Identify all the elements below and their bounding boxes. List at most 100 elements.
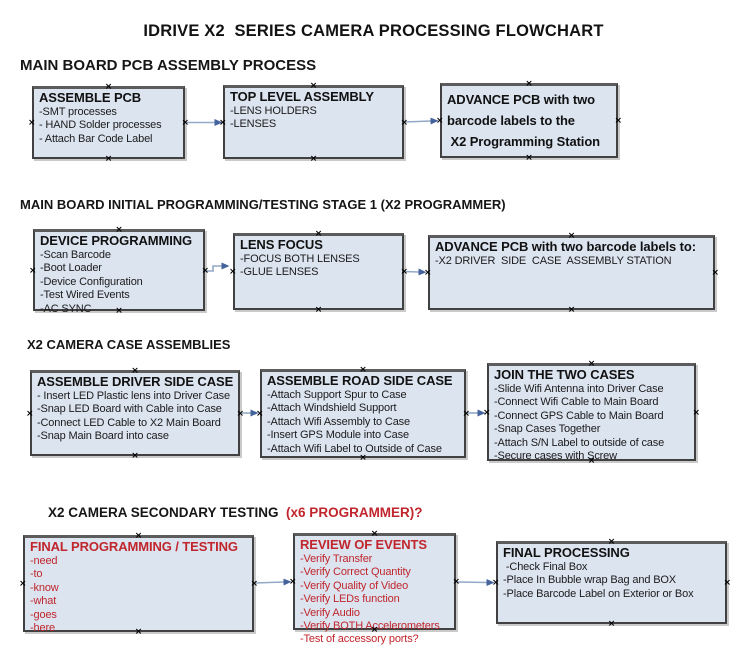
connection-point-icon: × [723,578,731,588]
box-item: -Place In Bubble wrap Bag and BOX [503,574,676,587]
connection-point-icon: × [370,529,379,539]
box-item: -to [30,568,43,581]
section-heading-red-part: (x6 PROGRAMMER)? [286,505,423,520]
box-item: -Verify LEDs function [300,593,400,606]
connection-point-icon: × [400,117,408,128]
connection-point-icon: × [219,117,227,128]
section-heading-case-assemblies: X2 CAMERA CASE ASSEMBLIES [27,337,231,352]
connection-point-icon: × [134,627,143,637]
box-item: - Insert LED Plastic lens into Driver Ca… [37,390,230,402]
box-title: FINAL PROCESSING [503,545,630,560]
connection-point-icon: × [314,305,323,315]
box-title: FINAL PROGRAMMING / TESTING [30,539,238,554]
box-item: -Connect Wifi Cable to Main Board [494,396,659,409]
box-item: -goes [30,608,57,621]
box-item: -Verify Transfer [300,553,373,565]
flow-box-lens-focus: LENS FOCUS -FOCUS BOTH LENSES -GLUE LENS… [229,229,408,315]
arrow-connector [254,578,292,586]
connection-point-icon: × [424,268,432,278]
box-item: -Snap Main Board into case [37,430,169,443]
box-title: barcode labels to the [447,113,575,128]
box-item: -LENSES [230,118,277,131]
connection-point-icon: × [607,619,616,629]
box-item: -X2 DRIVER SIDE CASE ASSEMBLY STATION [435,255,672,267]
box-title: JOIN THE TWO CASES [494,367,635,382]
box-item: -Connect LED Cable to X2 Main Board [37,416,221,429]
flow-box-advance-pcb-case-assembly: ADVANCE PCB with two barcode labels to: … [424,231,719,315]
box-item: -need [30,555,58,567]
box-item: -Device Configuration [40,275,143,288]
connection-point-icon: × [309,154,318,164]
box-item: -Scan Barcode [40,249,111,261]
arrow-connector [456,578,495,586]
page-title: IDRIVE X2 SERIES CAMERA PROCESSING FLOWC… [143,22,604,40]
box-title: ASSEMBLE ROAD SIDE CASE [267,373,453,388]
connection-point-icon: × [567,231,576,241]
connection-point-icon: × [567,305,576,315]
connection-point-icon: × [309,81,318,91]
connection-point-icon: × [452,577,460,587]
box-item: -Attach Wifi Assembly to Case [267,415,410,428]
connection-point-icon: × [29,265,37,276]
box-item: -what [30,595,57,608]
box-item: -Boot Loader [40,262,102,275]
connection-point-icon: × [181,118,189,128]
connection-point-icon: × [492,578,500,588]
box-item: -Connect GPS Cable to Main Board [494,409,664,422]
section-heading-initial-programming: MAIN BOARD INITIAL PROGRAMMING/TESTING S… [20,197,506,212]
box-title: ADVANCE PCB with two [447,92,595,107]
box-item: -Snap Cases Together [494,423,601,436]
connection-point-icon: × [711,268,719,278]
box-item: -GLUE LENSES [240,266,319,279]
connection-point-icon: × [587,359,596,369]
box-item: -Attach S/N Label to outside of case [494,436,665,449]
connection-point-icon: × [229,267,237,277]
flow-box-advance-pcb-programming-station: ADVANCE PCB with two barcode labels to t… [436,80,622,163]
box-item: -Verify Audio [300,606,360,619]
connection-point-icon: × [359,453,367,463]
connection-point-icon: × [26,408,34,419]
box-item: -Verify BOTH Accelerometers [300,620,440,633]
box-item: -FOCUS BOTH LENSES [240,253,360,265]
box-title: ADVANCE PCB with two barcode labels to: [435,239,696,254]
box-item: -SMT processes [39,106,117,118]
section-heading-pcb-assembly: MAIN BOARD PCB ASSEMBLY PROCESS [20,57,317,74]
connection-point-icon: × [525,153,533,163]
flow-box-assemble-road-side-case: ASSEMBLE ROAD SIDE CASE -Attach Support … [256,366,470,463]
connection-point-icon: × [250,579,258,589]
connection-point-icon: × [134,531,143,541]
connection-point-icon: × [104,154,113,164]
box-item: -here [30,622,55,635]
connection-point-icon: × [131,451,139,461]
box-title: DEVICE PROGRAMMING [40,233,193,248]
box-title: LENS FOCUS [240,237,323,252]
connection-point-icon: × [436,116,444,126]
connection-point-icon: × [614,116,622,126]
flow-box-final-processing: FINAL PROCESSING -Check Final Box -Place… [492,538,731,629]
box-item: -Check Final Box [503,561,588,573]
box-title: X2 Programming Station [447,134,601,149]
connection-point-icon: × [314,229,323,239]
section-heading-secondary-testing: X2 CAMERA SECONDARY TESTING (x6 PROGRAMM… [33,490,423,535]
box-item: -Secure cases with Screw [494,450,617,463]
connection-point-icon: × [115,306,123,316]
flow-box-review-of-events: REVIEW OF EVENTS -Verify Transfer -Verif… [289,529,460,646]
box-item: -Place Barcode Label on Exterior or Box [503,587,694,600]
box-title: ASSEMBLE PCB [39,90,142,105]
box-item: -Verify Correct Quantity [300,566,411,579]
box-item: -Test Wired Events [40,289,130,302]
connection-point-icon: × [370,625,379,635]
flow-box-assemble-pcb: ASSEMBLE PCB -SMT processes - HAND Solde… [28,83,189,164]
connection-point-icon: × [256,409,264,419]
connection-point-icon: × [462,409,470,419]
connection-point-icon: × [692,407,700,418]
box-title: ASSEMBLE DRIVER SIDE CASE [37,374,234,389]
box-item: -Attach Support Spur to Case [267,389,407,401]
box-item: -LENS HOLDERS [230,105,317,117]
box-item: -Snap LED Board with Cable into Case [37,403,222,416]
connection-point-icon: × [201,265,209,276]
section-heading-black-part: X2 CAMERA SECONDARY TESTING [48,505,287,520]
box-item: -Insert GPS Module into Case [267,429,409,442]
flow-box-assemble-driver-side-case: ASSEMBLE DRIVER SIDE CASE - Insert LED P… [26,367,244,461]
